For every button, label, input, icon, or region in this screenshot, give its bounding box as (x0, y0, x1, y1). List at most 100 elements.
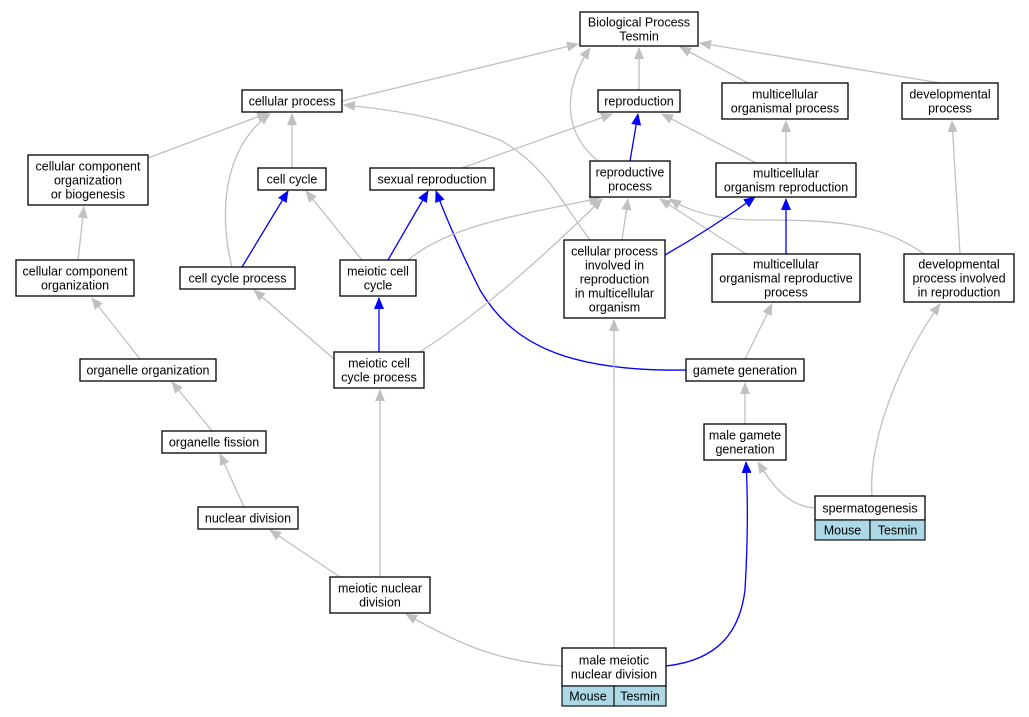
tag-mouse: Mouse (824, 524, 862, 538)
edge-gamete-generation-to-morp (744, 303, 773, 360)
node-box (79, 358, 217, 382)
edge-meiotic-cell-cycle-to-sexual-reproduction (387, 190, 429, 261)
node-box (721, 82, 849, 120)
node-box (369, 167, 495, 191)
node-label-line: cell cycle process (189, 272, 287, 286)
node-label-line: cellular component (36, 160, 141, 174)
node-box (197, 506, 299, 530)
node-organelle-organization[interactable]: organelle organization (79, 358, 217, 382)
node-label-line: process (764, 286, 808, 300)
edge-meiotic-cell-cycle-to-reproductive-process (407, 195, 601, 261)
node-label-line: cellular process (571, 245, 658, 259)
node-label-line: cellular process (249, 95, 336, 109)
edge-meiotic-cell-cycle-process-to-cell-cycle-process (253, 289, 335, 360)
node-label-line: organism reproduction (724, 181, 848, 195)
node-label-line: sexual reproduction (377, 173, 486, 187)
node-box (589, 160, 671, 198)
tag-mouse: Mouse (569, 690, 607, 704)
edge-meiotic-cell-cycle-process-to-reproductive-process (419, 198, 603, 353)
edge-cp-involved-repro-to-cellular-process (343, 101, 591, 241)
node-box (711, 253, 861, 303)
node-label-line: meiotic cell (348, 357, 410, 371)
edge-male-meiotic-nuclear-division-to-meiotic-nuclear-division (405, 613, 563, 667)
tag-cell (613, 685, 667, 707)
edge-morp-to-reproductive-process (659, 198, 747, 255)
node-box (715, 162, 857, 198)
edge-gamete-generation-to-sexual-reproduction (435, 190, 687, 371)
node-label-line: organization (54, 174, 122, 188)
node-label-line: cellular component (23, 265, 128, 279)
node-label-line: reproduction (604, 95, 674, 109)
node-box (333, 351, 425, 389)
node-label-line: organismal process (731, 102, 839, 116)
node-label-line: process (928, 102, 972, 116)
node-label-line: developmental (918, 258, 999, 272)
edge-cellular-process-to-bp-tesmin (341, 41, 579, 102)
edge-organelle-organization-to-cellular-component-organization (91, 297, 141, 360)
node-label-line: reproduction (580, 273, 650, 287)
edge-nuclear-division-to-organelle-fission (219, 453, 245, 508)
edge-reproductive-process-to-reproduction (629, 113, 642, 162)
node-label-line: organismal reproductive (719, 272, 852, 286)
node-box (563, 239, 666, 319)
node-box (27, 154, 149, 206)
node-label-line: multicellular (753, 167, 819, 181)
edge-dp-involved-repro-to-developmental-process (947, 120, 961, 255)
node-label-line: developmental (909, 88, 990, 102)
node-nuclear-division[interactable]: nuclear division (197, 506, 299, 530)
node-box (339, 259, 417, 297)
node-cellular-process[interactable]: cellular process (241, 89, 343, 113)
node-reproduction[interactable]: reproduction (597, 89, 681, 113)
node-label-line: cell cycle (267, 173, 318, 187)
edge-developmental-process-to-bp-tesmin (699, 39, 941, 84)
node-box (161, 430, 267, 454)
node-label-line: male meiotic (579, 654, 649, 668)
node-box (561, 647, 667, 687)
tag-tesmin: Tesmin (878, 524, 918, 538)
edge-spermatogenesis-to-dp-involved-repro (871, 303, 941, 497)
node-label-line: organelle organization (86, 364, 209, 378)
node-organelle-fission[interactable]: organelle fission (161, 430, 267, 454)
edge-cell-cycle-process-to-cellular-process (224, 113, 271, 268)
node-label-line: Tesmin (619, 30, 659, 44)
node-label-line: nuclear division (205, 512, 291, 526)
node-gamete-generation[interactable]: gamete generation (685, 358, 805, 382)
node-box (579, 11, 699, 47)
node-cell-cycle-process[interactable]: cell cycle process (179, 266, 296, 290)
node-label-line: or biogenesis (51, 188, 125, 202)
node-cell-cycle[interactable]: cell cycle (257, 167, 327, 191)
edge-reproductive-process-to-bp-tesmin (569, 47, 599, 162)
node-sexual-reproduction[interactable]: sexual reproduction (369, 167, 495, 191)
node-label-line: gamete generation (693, 364, 797, 378)
node-label-line: reproductive (596, 166, 665, 180)
node-label-line: process (608, 180, 652, 194)
node-box (329, 576, 431, 614)
node-label-line: multicellular (752, 88, 818, 102)
edge-multicellular-organismal-process-to-bp-tesmin (679, 46, 749, 84)
node-label-line: meiotic nuclear (338, 582, 422, 596)
node-label-line: cycle (364, 279, 393, 293)
node-box (597, 89, 681, 113)
edge-cell-cycle-process-to-cell-cycle (241, 190, 289, 268)
edge-dp-involved-repro-to-reproductive-process (669, 198, 925, 255)
edge-meiotic-cell-cycle-to-cell-cycle (305, 190, 363, 261)
node-label-line: in reproduction (918, 286, 1001, 300)
